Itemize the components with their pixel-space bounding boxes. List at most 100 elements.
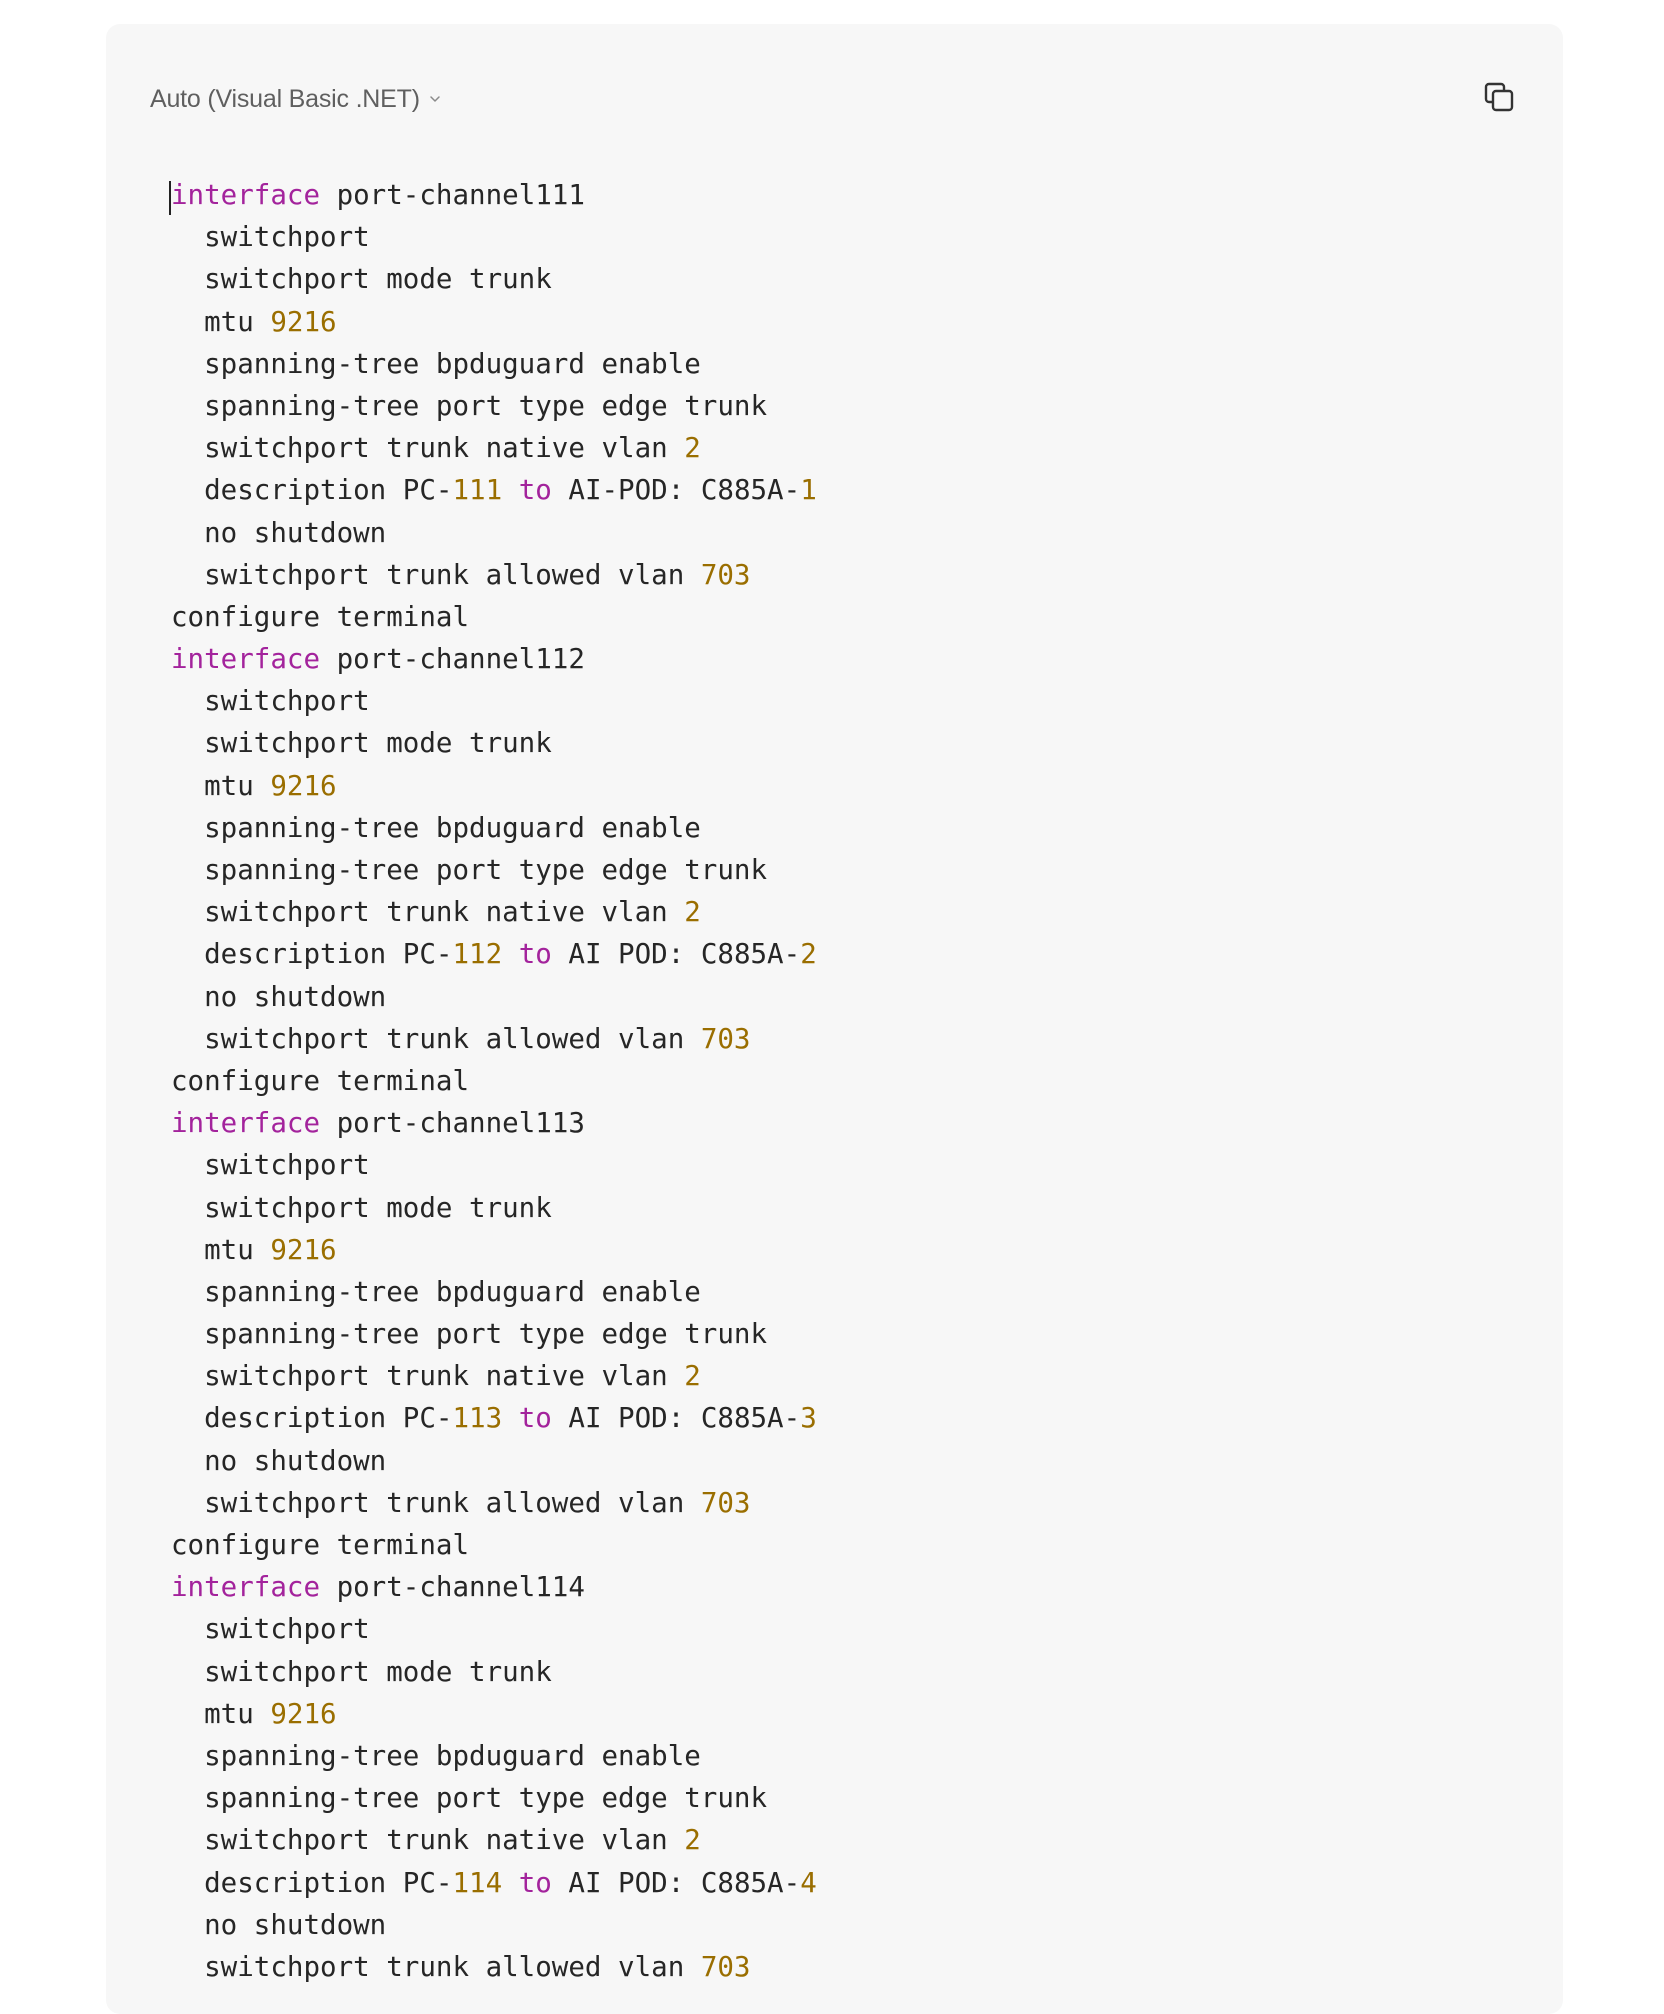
number-token: 703 [700, 1486, 751, 1519]
text-token: AI POD: C885A- [551, 938, 801, 971]
text-token: AI-POD: C885A- [551, 474, 801, 507]
text-token: switchport trunk allowed vlan [171, 1022, 701, 1055]
code-line: switchport trunk native vlan 2 [171, 1819, 817, 1861]
code-line: interface port-channel113 [171, 1102, 817, 1144]
code-line: switchport [171, 216, 817, 258]
number-token: 1 [800, 474, 817, 507]
number-token: 703 [700, 558, 751, 591]
keyword-token: interface [171, 1571, 321, 1604]
language-selector[interactable]: Auto (Visual Basic .NET) [150, 79, 442, 119]
text-token: mtu [171, 1697, 271, 1730]
code-line: spanning-tree bpduguard enable [171, 1271, 817, 1313]
text-token: port-channel114 [320, 1571, 585, 1604]
copy-button[interactable] [1478, 78, 1520, 120]
code-line: switchport trunk native vlan 2 [171, 1355, 817, 1397]
text-token: switchport [171, 1613, 370, 1646]
text-token: spanning-tree bpduguard enable [171, 1275, 701, 1308]
keyword-token: to [518, 1402, 552, 1435]
text-token: switchport trunk native vlan [171, 1360, 685, 1393]
text-token: configure terminal [171, 1529, 470, 1561]
text-token: mtu [171, 769, 271, 802]
number-token: 113 [452, 1402, 503, 1435]
text-token: switchport [171, 1149, 370, 1182]
code-line: no shutdown [171, 1904, 817, 1946]
code-line: switchport trunk native vlan 2 [171, 891, 817, 933]
code-line: spanning-tree bpduguard enable [171, 343, 817, 385]
keyword-token: interface [171, 1107, 321, 1140]
number-token: 2 [684, 1824, 701, 1857]
code-line: no shutdown [171, 512, 817, 554]
code-line: mtu 9216 [171, 301, 817, 343]
text-token [502, 938, 519, 970]
text-token: port-channel112 [320, 643, 585, 676]
code-line: switchport [171, 1608, 817, 1650]
code-line: spanning-tree port type edge trunk [171, 385, 817, 427]
text-token: no shutdown [171, 980, 387, 1013]
code-line: no shutdown [171, 1440, 817, 1482]
text-token: no shutdown [171, 516, 387, 549]
number-token: 9216 [270, 1233, 337, 1266]
code-line: configure terminal [171, 1524, 817, 1566]
code-block-card: Auto (Visual Basic .NET) interface port-… [106, 24, 1563, 2014]
keyword-token: interface [171, 179, 321, 211]
code-line: configure terminal [171, 1060, 817, 1102]
code-line: description PC-113 to AI POD: C885A-3 [171, 1397, 817, 1439]
chevron-down-icon [428, 92, 442, 106]
code-line: switchport trunk allowed vlan 703 [171, 1018, 817, 1060]
text-token: spanning-tree port type edge trunk [171, 854, 768, 886]
code-line: switchport mode trunk [171, 1651, 817, 1693]
code-editor[interactable]: interface port-channel111 switchport swi… [169, 174, 817, 1988]
text-token: switchport trunk native vlan [171, 896, 685, 929]
text-token: description PC- [171, 474, 453, 507]
text-token: spanning-tree bpduguard enable [171, 811, 701, 844]
keyword-token: to [518, 1866, 552, 1899]
text-token: description PC- [171, 1402, 453, 1435]
code-line: spanning-tree port type edge trunk [171, 1777, 817, 1819]
text-token: description PC- [171, 1866, 453, 1899]
text-token: switchport [171, 221, 370, 254]
text-token: AI POD: C885A- [551, 1402, 801, 1435]
text-token: switchport mode trunk [171, 1655, 552, 1688]
copy-icon [1483, 81, 1515, 118]
code-line: switchport [171, 680, 817, 722]
text-token: no shutdown [171, 1444, 387, 1477]
code-line: switchport trunk allowed vlan 703 [171, 554, 817, 596]
code-line: mtu 9216 [171, 1229, 817, 1271]
text-token: switchport trunk allowed vlan [171, 1950, 701, 1983]
number-token: 9216 [270, 305, 337, 338]
text-token: switchport trunk allowed vlan [171, 558, 701, 591]
code-line: spanning-tree port type edge trunk [171, 849, 817, 891]
number-token: 703 [700, 1950, 751, 1983]
number-token: 9216 [270, 1697, 337, 1730]
text-token: switchport mode trunk [171, 727, 552, 760]
text-token: switchport trunk native vlan [171, 432, 685, 465]
code-line: configure terminal [171, 596, 817, 638]
text-token: switchport trunk allowed vlan [171, 1486, 701, 1519]
text-token: port-channel111 [320, 179, 585, 211]
text-token: no shutdown [171, 1908, 387, 1941]
text-token: spanning-tree port type edge trunk [171, 1318, 768, 1351]
code-line: switchport mode trunk [171, 1187, 817, 1229]
text-token: description PC- [171, 938, 453, 971]
code-line: spanning-tree bpduguard enable [171, 1735, 817, 1777]
text-token: mtu [171, 305, 271, 338]
text-token: configure terminal [171, 1064, 470, 1097]
code-line: switchport mode trunk [171, 258, 817, 300]
text-cursor [169, 181, 171, 215]
number-token: 2 [800, 938, 817, 971]
code-line: interface port-channel112 [171, 638, 817, 680]
code-line: description PC-114 to AI POD: C885A-4 [171, 1862, 817, 1904]
number-token: 4 [800, 1866, 817, 1899]
code-line: no shutdown [171, 976, 817, 1018]
number-token: 9216 [270, 769, 337, 802]
text-token: switchport mode trunk [171, 263, 552, 296]
code-line: mtu 9216 [171, 1693, 817, 1735]
text-token: spanning-tree bpduguard enable [171, 347, 701, 380]
text-token: spanning-tree port type edge trunk [171, 389, 768, 422]
code-line: switchport trunk native vlan 2 [171, 427, 817, 469]
number-token: 114 [452, 1866, 503, 1899]
text-token: AI POD: C885A- [551, 1866, 801, 1899]
keyword-token: to [518, 938, 552, 971]
code-line: mtu 9216 [171, 765, 817, 807]
keyword-token: interface [171, 643, 321, 676]
